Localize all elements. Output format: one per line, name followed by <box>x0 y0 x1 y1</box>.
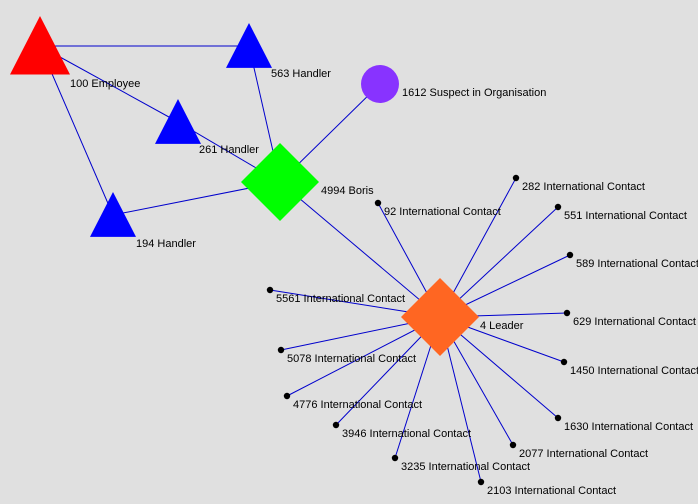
node-551[interactable] <box>554 203 562 211</box>
node-label-1612: 1612 Suspect in Organisation <box>402 87 546 99</box>
node-label-1630: 1630 International Contact <box>564 421 693 433</box>
node-282[interactable] <box>512 174 520 182</box>
node-4776[interactable] <box>283 392 291 400</box>
node-layer <box>10 16 574 486</box>
node-92[interactable] <box>374 199 382 207</box>
node-label-3946: 3946 International Contact <box>342 428 471 440</box>
label-layer: 100 Employee 563 Handler 261 Handler 194 Ha… <box>70 68 698 497</box>
node-label-261: 261 Handler <box>199 144 259 156</box>
node-1450[interactable] <box>560 358 568 366</box>
node-label-3235: 3235 International Contact <box>401 461 530 473</box>
node-label-282: 282 International Contact <box>522 181 645 193</box>
node-2103[interactable] <box>477 478 485 486</box>
node-5561[interactable] <box>266 286 274 294</box>
node-label-629: 629 International Contact <box>573 316 696 328</box>
node-label-4: 4 Leader <box>480 320 524 332</box>
node-label-2103: 2103 International Contact <box>487 485 616 497</box>
node-563[interactable] <box>226 23 272 68</box>
node-label-551: 551 International Contact <box>564 210 687 222</box>
node-261[interactable] <box>155 99 201 144</box>
node-629[interactable] <box>563 309 571 317</box>
node-5078[interactable] <box>277 346 285 354</box>
node-label-92: 92 International Contact <box>384 206 501 218</box>
node-label-563: 563 Handler <box>271 68 331 80</box>
node-2077[interactable] <box>509 441 517 449</box>
node-label-100: 100 Employee <box>70 78 140 90</box>
node-1612[interactable] <box>361 65 399 103</box>
node-label-589: 589 International Contact <box>576 258 698 270</box>
edge-4994-4 <box>279 181 441 318</box>
node-100[interactable] <box>10 16 70 75</box>
node-589[interactable] <box>566 251 574 259</box>
node-label-5561: 5561 International Contact <box>276 293 405 305</box>
node-1630[interactable] <box>554 414 562 422</box>
node-3235[interactable] <box>391 454 399 462</box>
edge-100-261 <box>39 45 179 123</box>
node-label-5078: 5078 International Contact <box>287 353 416 365</box>
node-label-2077: 2077 International Contact <box>519 448 648 460</box>
node-4[interactable] <box>401 278 479 356</box>
node-label-194: 194 Handler <box>136 238 196 250</box>
node-label-4994: 4994 Boris <box>321 185 374 197</box>
node-label-4776: 4776 International Contact <box>293 399 422 411</box>
node-3946[interactable] <box>332 421 340 429</box>
node-label-1450: 1450 International Contact <box>570 365 698 377</box>
node-194[interactable] <box>90 192 136 237</box>
edge-layer <box>39 45 571 483</box>
node-4994[interactable] <box>241 143 319 221</box>
